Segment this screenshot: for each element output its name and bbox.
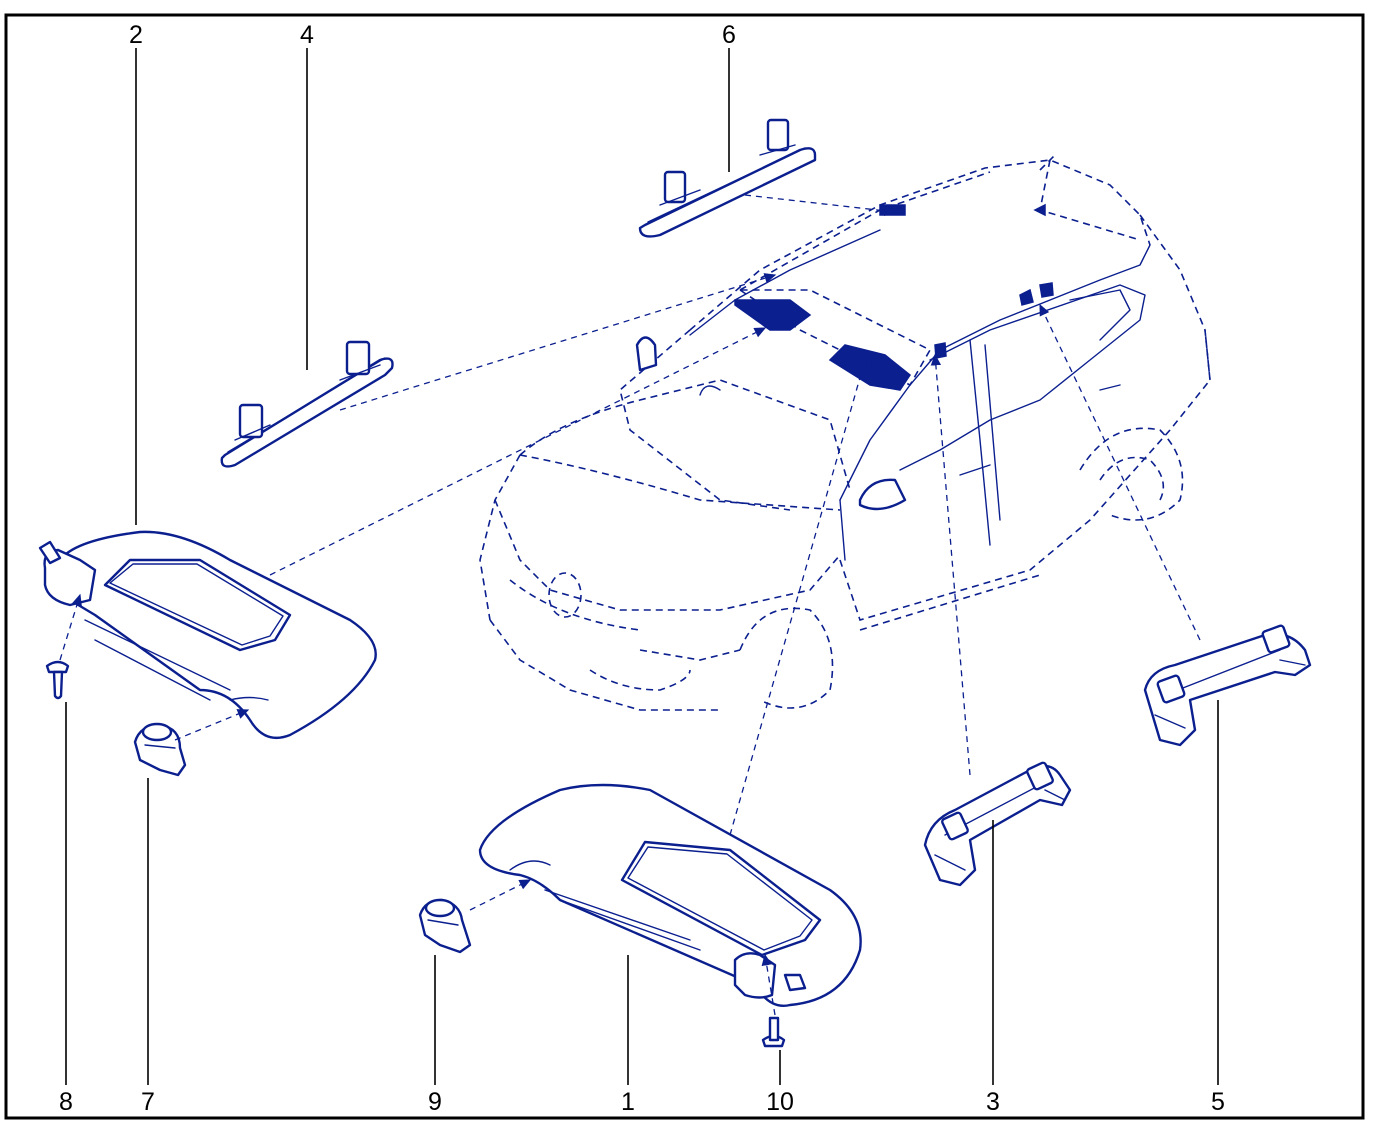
callout-3: 3	[986, 1088, 1000, 1116]
sun-visor-clip-7	[133, 722, 187, 777]
sun-visor-clip-9	[418, 898, 472, 954]
callout-10: 10	[766, 1088, 794, 1116]
screw-10	[761, 1016, 786, 1048]
callout-6: 6	[722, 21, 736, 49]
vehicle-outline	[479, 154, 1211, 711]
diagram-frame	[4, 13, 1365, 1120]
roof-handle-6	[638, 118, 817, 238]
callout-8: 8	[59, 1088, 73, 1116]
callouts: 2 4 6 8 7 9 1 10 3 5	[59, 21, 1225, 1116]
sun-visor-1	[478, 783, 862, 1007]
callout-4: 4	[300, 21, 314, 49]
leader-lines	[65, 48, 1219, 1085]
grab-handle-3	[923, 761, 1072, 887]
callout-2: 2	[129, 21, 143, 49]
assembly-lines	[59, 194, 1201, 1016]
screw-8	[45, 660, 70, 700]
sun-visor-2	[38, 530, 377, 740]
callout-9: 9	[428, 1088, 442, 1116]
callout-1: 1	[621, 1088, 635, 1116]
roof-handle-4	[220, 340, 394, 468]
callout-5: 5	[1211, 1088, 1225, 1116]
grab-handle-5	[1143, 624, 1312, 747]
callout-7: 7	[141, 1088, 155, 1116]
